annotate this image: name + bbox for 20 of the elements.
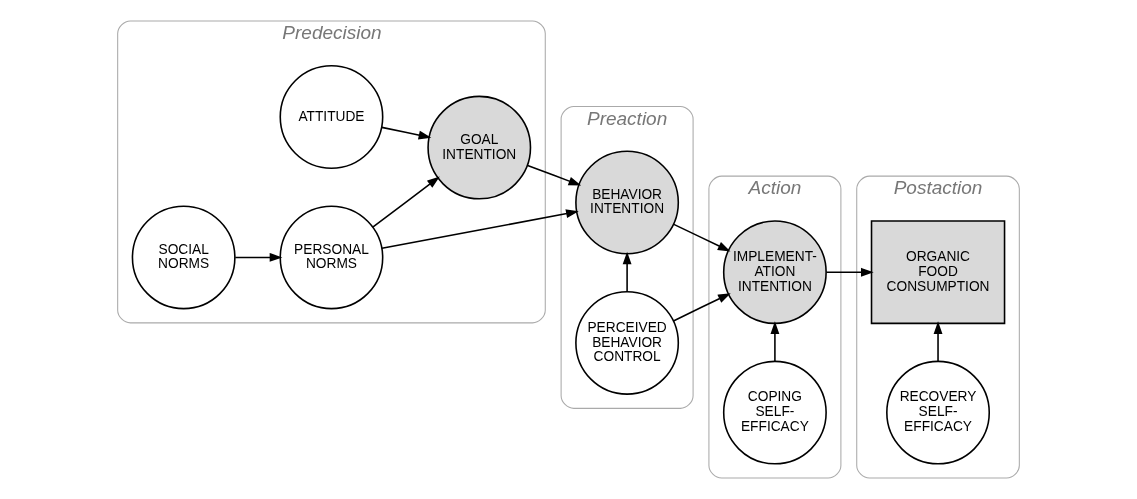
node-circle: IMPLEMENT- ATION INTENTION	[722, 220, 827, 325]
arrow	[526, 164, 582, 186]
arrow	[622, 251, 632, 293]
arrow	[825, 267, 874, 277]
arrow	[381, 209, 579, 249]
arrow	[672, 293, 731, 322]
arrow	[234, 252, 283, 262]
node-circle: BEHAVIOR INTENTION	[575, 150, 680, 255]
node-circle: SOCIAL NORMS	[131, 205, 236, 310]
arrow	[372, 176, 440, 228]
arrow	[770, 321, 780, 363]
node-circle: ATTITUDE	[279, 65, 384, 169]
node-circle: COPING SELF- EFFICACY	[722, 360, 827, 465]
node-box: ORGANIC FOOD CONSUMPTION	[870, 220, 1006, 325]
node-circle: RECOVERY SELF- EFFICACY	[886, 360, 991, 465]
arrow	[933, 321, 943, 363]
arrow	[381, 126, 432, 140]
node-circle: PERCEIVED BEHAVIOR CONTROL	[575, 290, 680, 395]
node-circle: PERSONAL NORMS	[279, 205, 384, 310]
arrow	[673, 223, 731, 252]
